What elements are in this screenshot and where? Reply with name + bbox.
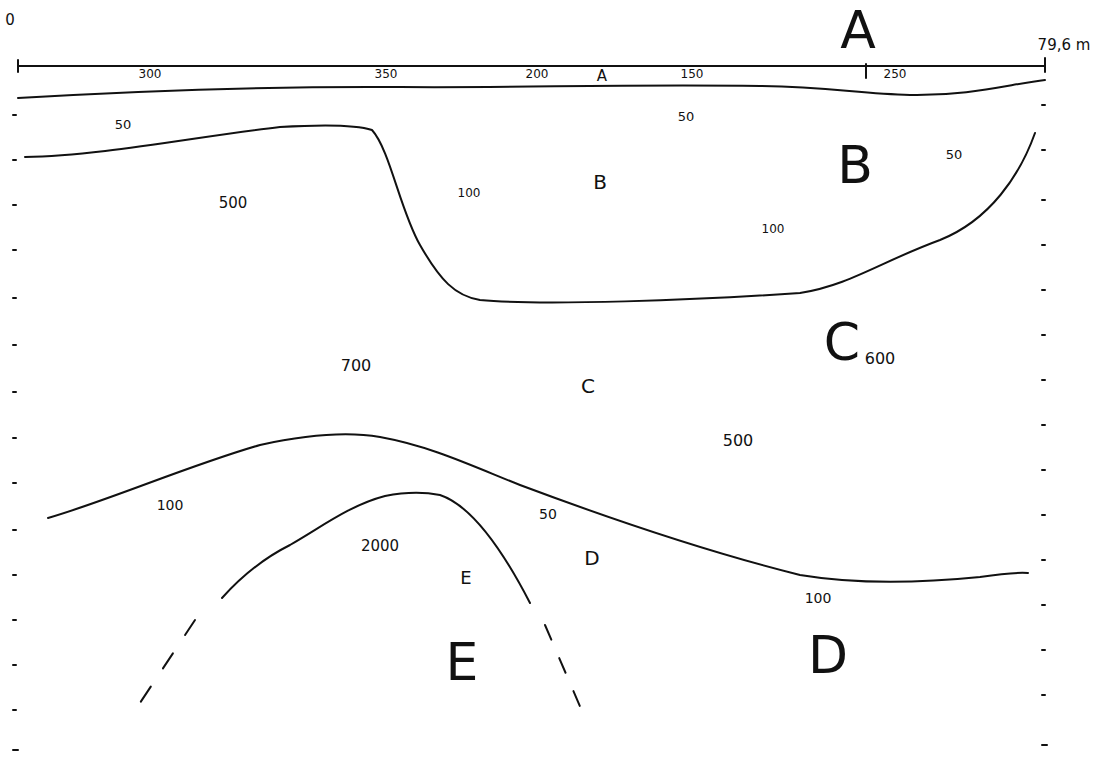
resistivity-value: 2000 [361,539,399,554]
zone-letter: B [593,172,607,192]
resistivity-value: 200 [526,68,549,80]
resistivity-value: 100 [762,223,785,235]
layer-boundary [25,126,1035,303]
surface-line [18,80,1045,98]
axis-tick [1044,58,1046,72]
zone-letter: C [581,376,595,396]
axis-value: 79,6 m [1038,38,1091,53]
resistivity-value: 50 [115,118,132,131]
profile-axis [18,65,1045,67]
zone-letter: E [446,636,479,688]
resistivity-value: 700 [341,358,372,374]
axis-tick [865,64,867,78]
zone-letter: B [837,139,873,191]
resistivity-value: 250 [884,68,907,80]
inferred-boundary [132,620,195,715]
resistivity-value: 600 [865,351,896,367]
resistivity-value: 300 [139,68,162,80]
zone-letter: D [808,629,848,681]
resistivity-value: 50 [946,148,963,161]
resistivity-value: 100 [157,498,184,512]
axis-value: 0 [5,13,15,28]
resistivity-value: 500 [723,433,754,449]
resistivity-value: 50 [678,110,695,123]
layer-boundary [48,434,1028,581]
resistivity-value: 350 [375,68,398,80]
zone-letter: C [824,316,860,368]
zone-letter: D [584,548,599,568]
resistivity-value: 50 [539,507,557,521]
zone-letter: A [840,4,876,56]
depth-marks [13,105,1047,750]
resistivity-value: 150 [681,68,704,80]
axis-tick [17,60,19,72]
resistivity-value: 100 [805,591,832,605]
layer-boundary [222,493,530,603]
zone-letter: E [460,569,471,587]
sounding-marker: A [597,69,607,84]
resistivity-value: 100 [458,187,481,199]
inferred-boundary [545,625,585,718]
resistivity-value: 500 [219,196,248,211]
